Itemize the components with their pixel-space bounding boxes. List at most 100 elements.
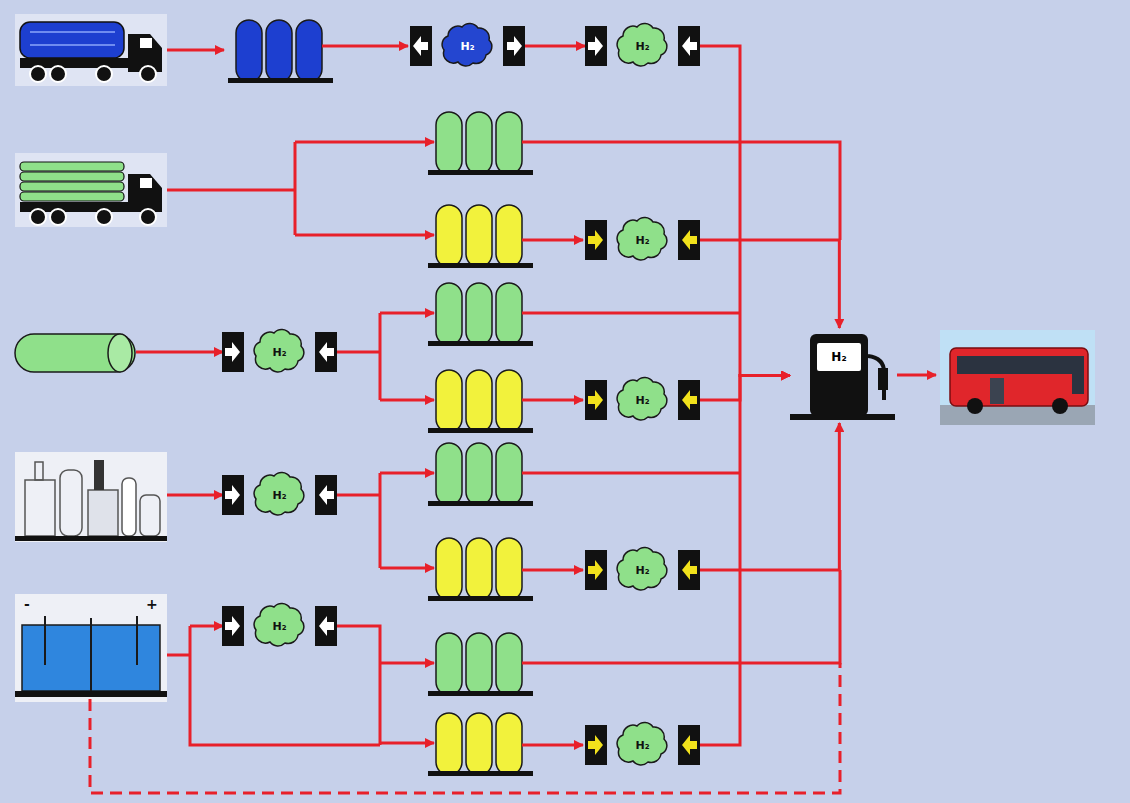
flow-connector: [700, 376, 790, 746]
flow-arrow: [295, 141, 434, 144]
flow-arrow: [380, 662, 434, 665]
liquid-storage-tanks: [228, 20, 333, 83]
node-label: H₂: [817, 345, 861, 369]
road: [940, 405, 1095, 425]
gas-storage-tanks: [428, 283, 533, 346]
ground-line: [15, 691, 167, 697]
fuel-cell-bus: [940, 330, 1095, 425]
icon-ground: [15, 153, 167, 227]
compressor-node: H₂: [222, 600, 337, 652]
plant-tower: [60, 470, 82, 536]
node-label: H₂: [272, 620, 286, 633]
wheel: [96, 209, 112, 225]
gas-tube: [20, 162, 124, 171]
flow-arrow: [167, 494, 223, 497]
dispenser-symbol: [790, 328, 895, 423]
bus-windscreen: [1072, 356, 1084, 394]
polarity-sign: -: [24, 597, 30, 611]
flow-line: [522, 312, 740, 315]
low-pressure-tanks: [428, 713, 533, 776]
gas-tube: [20, 182, 124, 191]
low-pressure-tanks: [428, 205, 533, 268]
wheel: [50, 209, 66, 225]
compressor-node: H₂: [222, 469, 337, 521]
electrode: [44, 616, 46, 665]
cab-window: [140, 178, 152, 188]
plant-chimney: [35, 462, 43, 480]
flow-arrow: [380, 312, 434, 315]
electrode: [136, 616, 138, 665]
flow-line: [336, 313, 380, 400]
flow-arrow: [522, 239, 583, 242]
flow-lines: [90, 46, 936, 793]
icon-ground: [15, 452, 167, 542]
wheel: [967, 398, 983, 414]
flow-arrow: [190, 625, 223, 628]
wheel: [1052, 398, 1068, 414]
flow-arrow: [136, 351, 223, 354]
compressor-node: H₂: [222, 326, 337, 378]
gas-tube: [20, 172, 124, 181]
wheel: [140, 209, 156, 225]
plant-building: [25, 480, 55, 536]
evaporator-node: H₂: [410, 20, 525, 72]
flow-line: [336, 473, 380, 568]
compressor-node: H₂: [585, 719, 700, 771]
low-pressure-tanks: [428, 538, 533, 601]
flow-connector: [700, 376, 790, 401]
icon-ground: [15, 14, 167, 86]
wheel: [50, 66, 66, 82]
tube-truck: [15, 153, 167, 227]
compressor-node: H₂: [585, 214, 700, 266]
node-label: H₂: [272, 346, 286, 359]
compressor-node: H₂: [585, 20, 700, 72]
bus-windows: [957, 356, 1081, 374]
wheel: [96, 66, 112, 82]
flow-line: [167, 142, 295, 235]
flow-connector: [700, 46, 790, 376]
dashed-flow-line: [90, 663, 840, 793]
plant-tank: [122, 478, 136, 536]
node-label: H₂: [635, 564, 649, 577]
membrane: [90, 618, 92, 691]
node-label: H₂: [460, 40, 474, 53]
plant-chimney: [94, 460, 104, 490]
flow-arrow: [380, 567, 434, 570]
low-pressure-tanks: [428, 370, 533, 433]
node-label: H₂: [635, 739, 649, 752]
flow-arrow: [522, 744, 583, 747]
pipe-end: [108, 334, 132, 372]
plant-building: [88, 490, 118, 536]
wheel: [30, 66, 46, 82]
flow-arrow: [380, 742, 434, 745]
node-label: H₂: [635, 234, 649, 247]
gas-storage-tanks: [428, 443, 533, 506]
electrolyser: [15, 594, 167, 702]
flow-connector: [700, 240, 839, 328]
flow-arrow: [522, 399, 583, 402]
flow-arrow: [897, 374, 936, 377]
ground-line: [15, 536, 167, 541]
flow-line: [336, 626, 380, 745]
compressor-node: H₂: [585, 374, 700, 426]
flow-arrow: [380, 399, 434, 402]
wheel: [30, 209, 46, 225]
gas-storage-tanks: [428, 112, 533, 175]
bus-door: [990, 378, 1004, 404]
node-label: H₂: [272, 489, 286, 502]
wheel: [140, 66, 156, 82]
flow-line: [522, 472, 740, 475]
gas-storage-tanks: [428, 633, 533, 696]
trailer-stripe: [30, 31, 115, 33]
dispenser-node: H₂: [790, 328, 895, 423]
icon-ground: [15, 594, 167, 702]
flow-connector: [525, 45, 585, 48]
gas-tube: [20, 192, 124, 201]
cab-window: [140, 38, 152, 48]
flow-arrow: [322, 45, 408, 48]
flow-arrow: [295, 234, 434, 237]
polarity-sign: +: [146, 597, 158, 611]
